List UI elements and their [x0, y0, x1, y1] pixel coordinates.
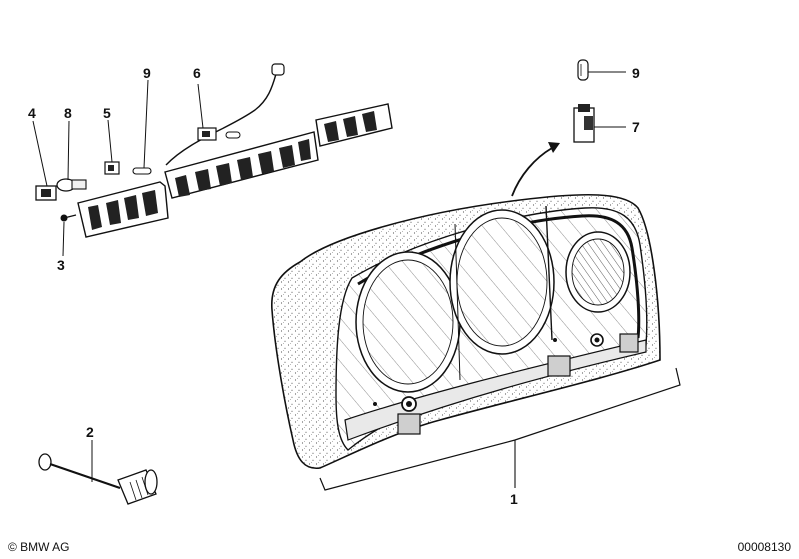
part-6-cable-assembly [165, 63, 285, 166]
louvre-panel [164, 131, 319, 199]
part-5-clip [104, 119, 120, 175]
callout-bracket-1 [319, 367, 681, 491]
part-9-bulb [132, 79, 152, 175]
callout-8[interactable]: 8 [64, 105, 72, 121]
callout-5[interactable]: 5 [103, 105, 111, 121]
louvre-panel [77, 181, 169, 238]
callout-7[interactable]: 7 [632, 119, 640, 135]
louvre-panel [315, 103, 393, 147]
instrument-cluster-housing [271, 142, 661, 469]
diagram-number: 00008130 [737, 540, 791, 554]
callout-2[interactable]: 2 [86, 424, 94, 440]
part-7-bulb-socket [573, 104, 626, 143]
callout-9-right[interactable]: 9 [632, 65, 640, 81]
callout-4[interactable]: 4 [28, 105, 36, 121]
callout-9-left[interactable]: 9 [143, 65, 151, 81]
part-4-bulb-socket [32, 120, 57, 201]
callout-1[interactable]: 1 [510, 491, 518, 507]
part-9-bulb [577, 59, 626, 81]
part-2-reset-knob [38, 440, 158, 505]
part-3-screw [60, 214, 77, 257]
callout-3[interactable]: 3 [57, 257, 65, 273]
part-8-bulb [56, 120, 87, 192]
callout-6[interactable]: 6 [193, 65, 201, 81]
copyright-text: © BMW AG [8, 540, 70, 554]
